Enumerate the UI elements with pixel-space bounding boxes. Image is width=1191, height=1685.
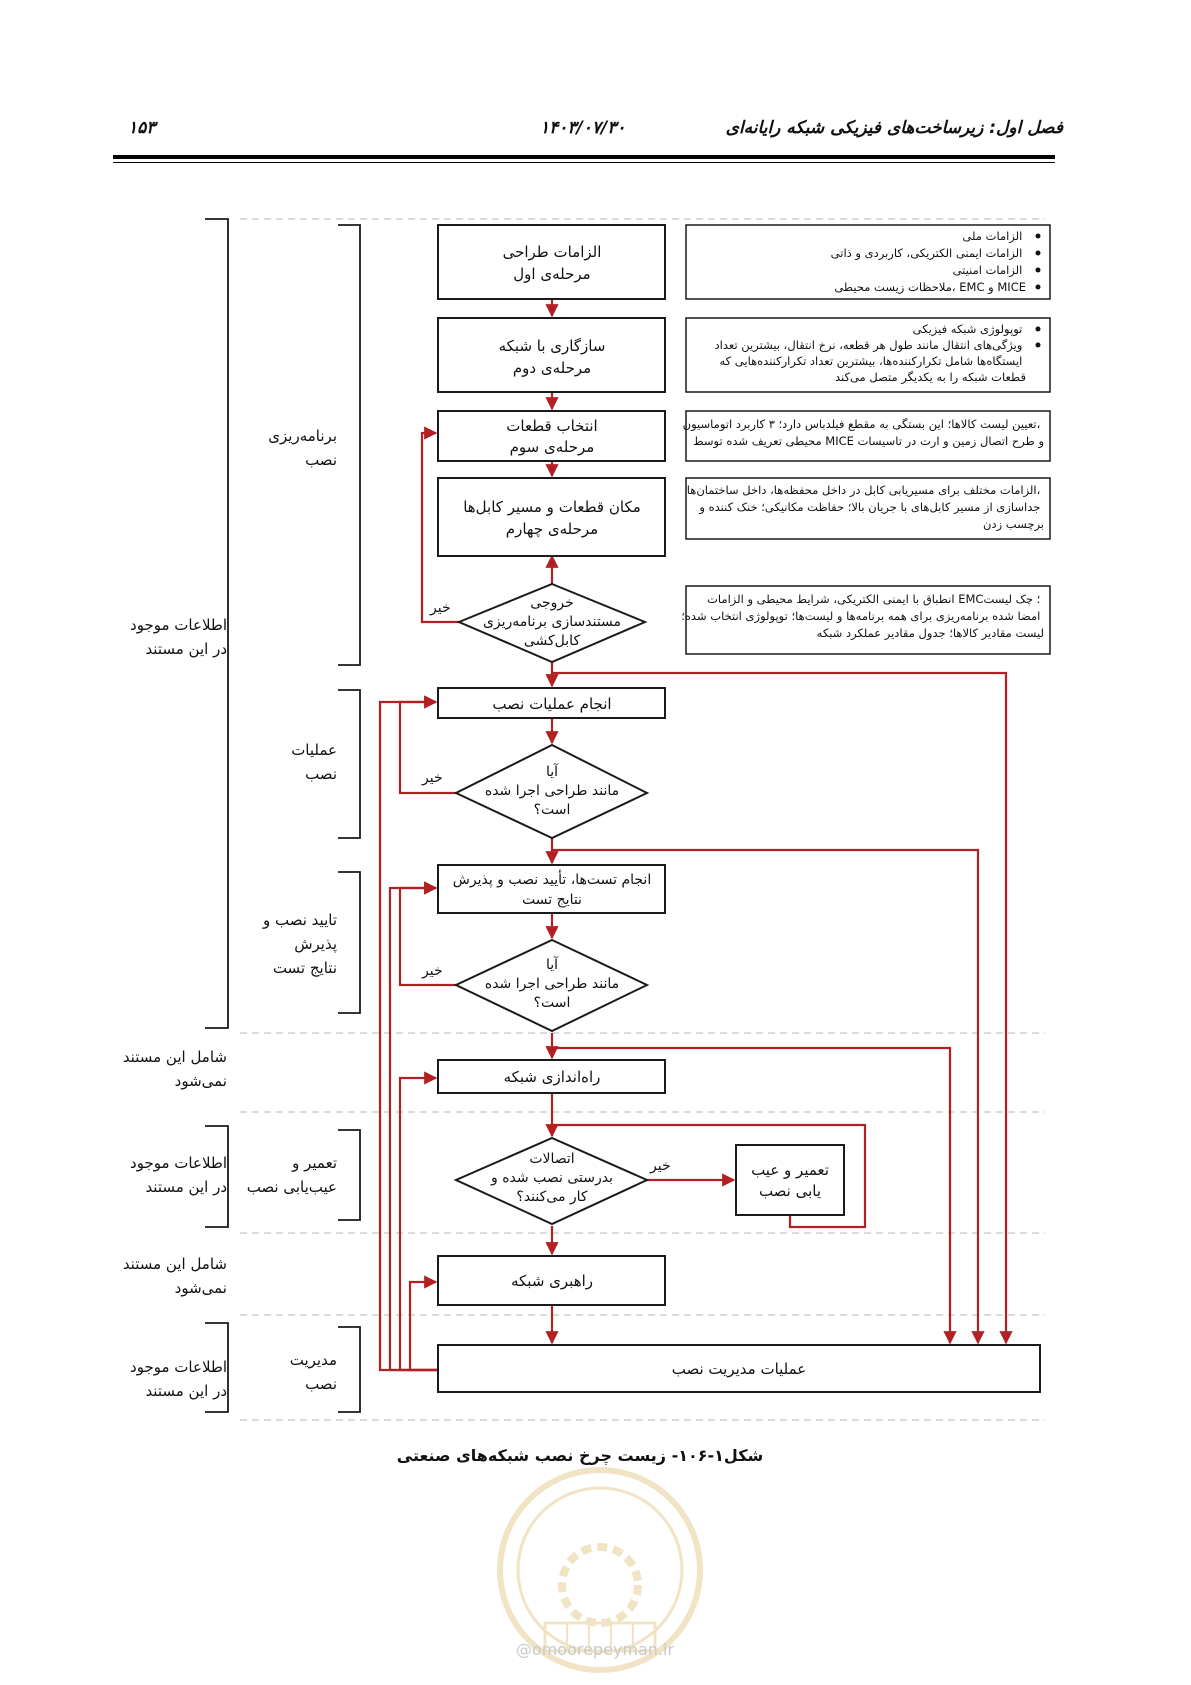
svg-text:عملیات مدیریت نصب: عملیات مدیریت نصب (672, 1360, 807, 1378)
header-rule-thick (113, 155, 1055, 159)
note-box-3: تعیین لیست کالاها؛ این بستگی به مقطع فیل… (683, 410, 1051, 462)
note-box-1: الزامات ملی الزامات ایمنی الکتریکی، کارب… (685, 224, 1051, 300)
header-date: ۱۴۰۳/۰۷/۳۰ (540, 118, 626, 138)
svg-text:انطباق با ایمنی الکتریکی، شرای: انطباق با ایمنی الکتریکی، شرایط محیطی و … (681, 592, 1044, 641)
no-label-2: خیر (421, 770, 443, 786)
note-box-2: توپولوژی شبکه فیزیکی ویژگی‌های انتقال ما… (685, 317, 1051, 393)
management-box: عملیات مدیریت نصب (437, 1344, 1041, 1393)
no-label-1: خیر (429, 600, 451, 616)
flow-connectors (378, 299, 1013, 1372)
svg-text:توپولوژی شبکه فیزیکی ویژ: توپولوژی شبکه فیزیکی ویژگی‌های انتقال ما… (715, 322, 1026, 385)
chapter-title: فصل اول: زیرساخت‌های فیزیکی شبکه رایانه‌… (725, 118, 1063, 138)
no-label-3: خیر (421, 963, 443, 979)
figure-caption: شکل۱-۱۰۶- زیست چرخ نصب شبکه‌های صنعتی (396, 1446, 764, 1465)
phase-brackets (338, 224, 361, 1413)
page-number: ۱۵۳ (128, 118, 156, 138)
coverage-brackets (205, 218, 229, 1413)
svg-text:راهبری شبکه: راهبری شبکه (511, 1272, 593, 1290)
section-separators (240, 218, 1045, 1421)
watermark-url: @omoorepeyman.ir (515, 1640, 675, 1659)
install-box: انجام عملیات نصب (437, 687, 666, 719)
startup-box: راه‌اندازی شبکه (437, 1059, 666, 1094)
svg-text:انجام عملیات نصب: انجام عملیات نصب (492, 695, 611, 713)
note-box-5: انطباق با ایمنی الکتریکی، شرایط محیطی و … (681, 585, 1051, 655)
svg-text:الزامات مختلف برای مسیریابی کا: الزامات مختلف برای مسیریابی کابل در داخل… (687, 483, 1044, 532)
watermark-logo-icon (497, 1467, 703, 1673)
admin-box: راهبری شبکه (437, 1255, 666, 1306)
no-label-4: خیر (649, 1158, 671, 1174)
svg-text:تعیین لیست کالاها؛ این بستگی ب: تعیین لیست کالاها؛ این بستگی به مقطع فیل… (683, 417, 1044, 449)
svg-text:الزامات ملی الزامات ایمن: الزامات ملی الزامات ایمنی الکتریکی، کارب… (831, 229, 1026, 295)
note-box-4: الزامات مختلف برای مسیریابی کابل در داخل… (685, 477, 1051, 540)
header-rule-thin (113, 162, 1055, 163)
svg-text:راه‌اندازی شبکه: راه‌اندازی شبکه (504, 1068, 601, 1086)
